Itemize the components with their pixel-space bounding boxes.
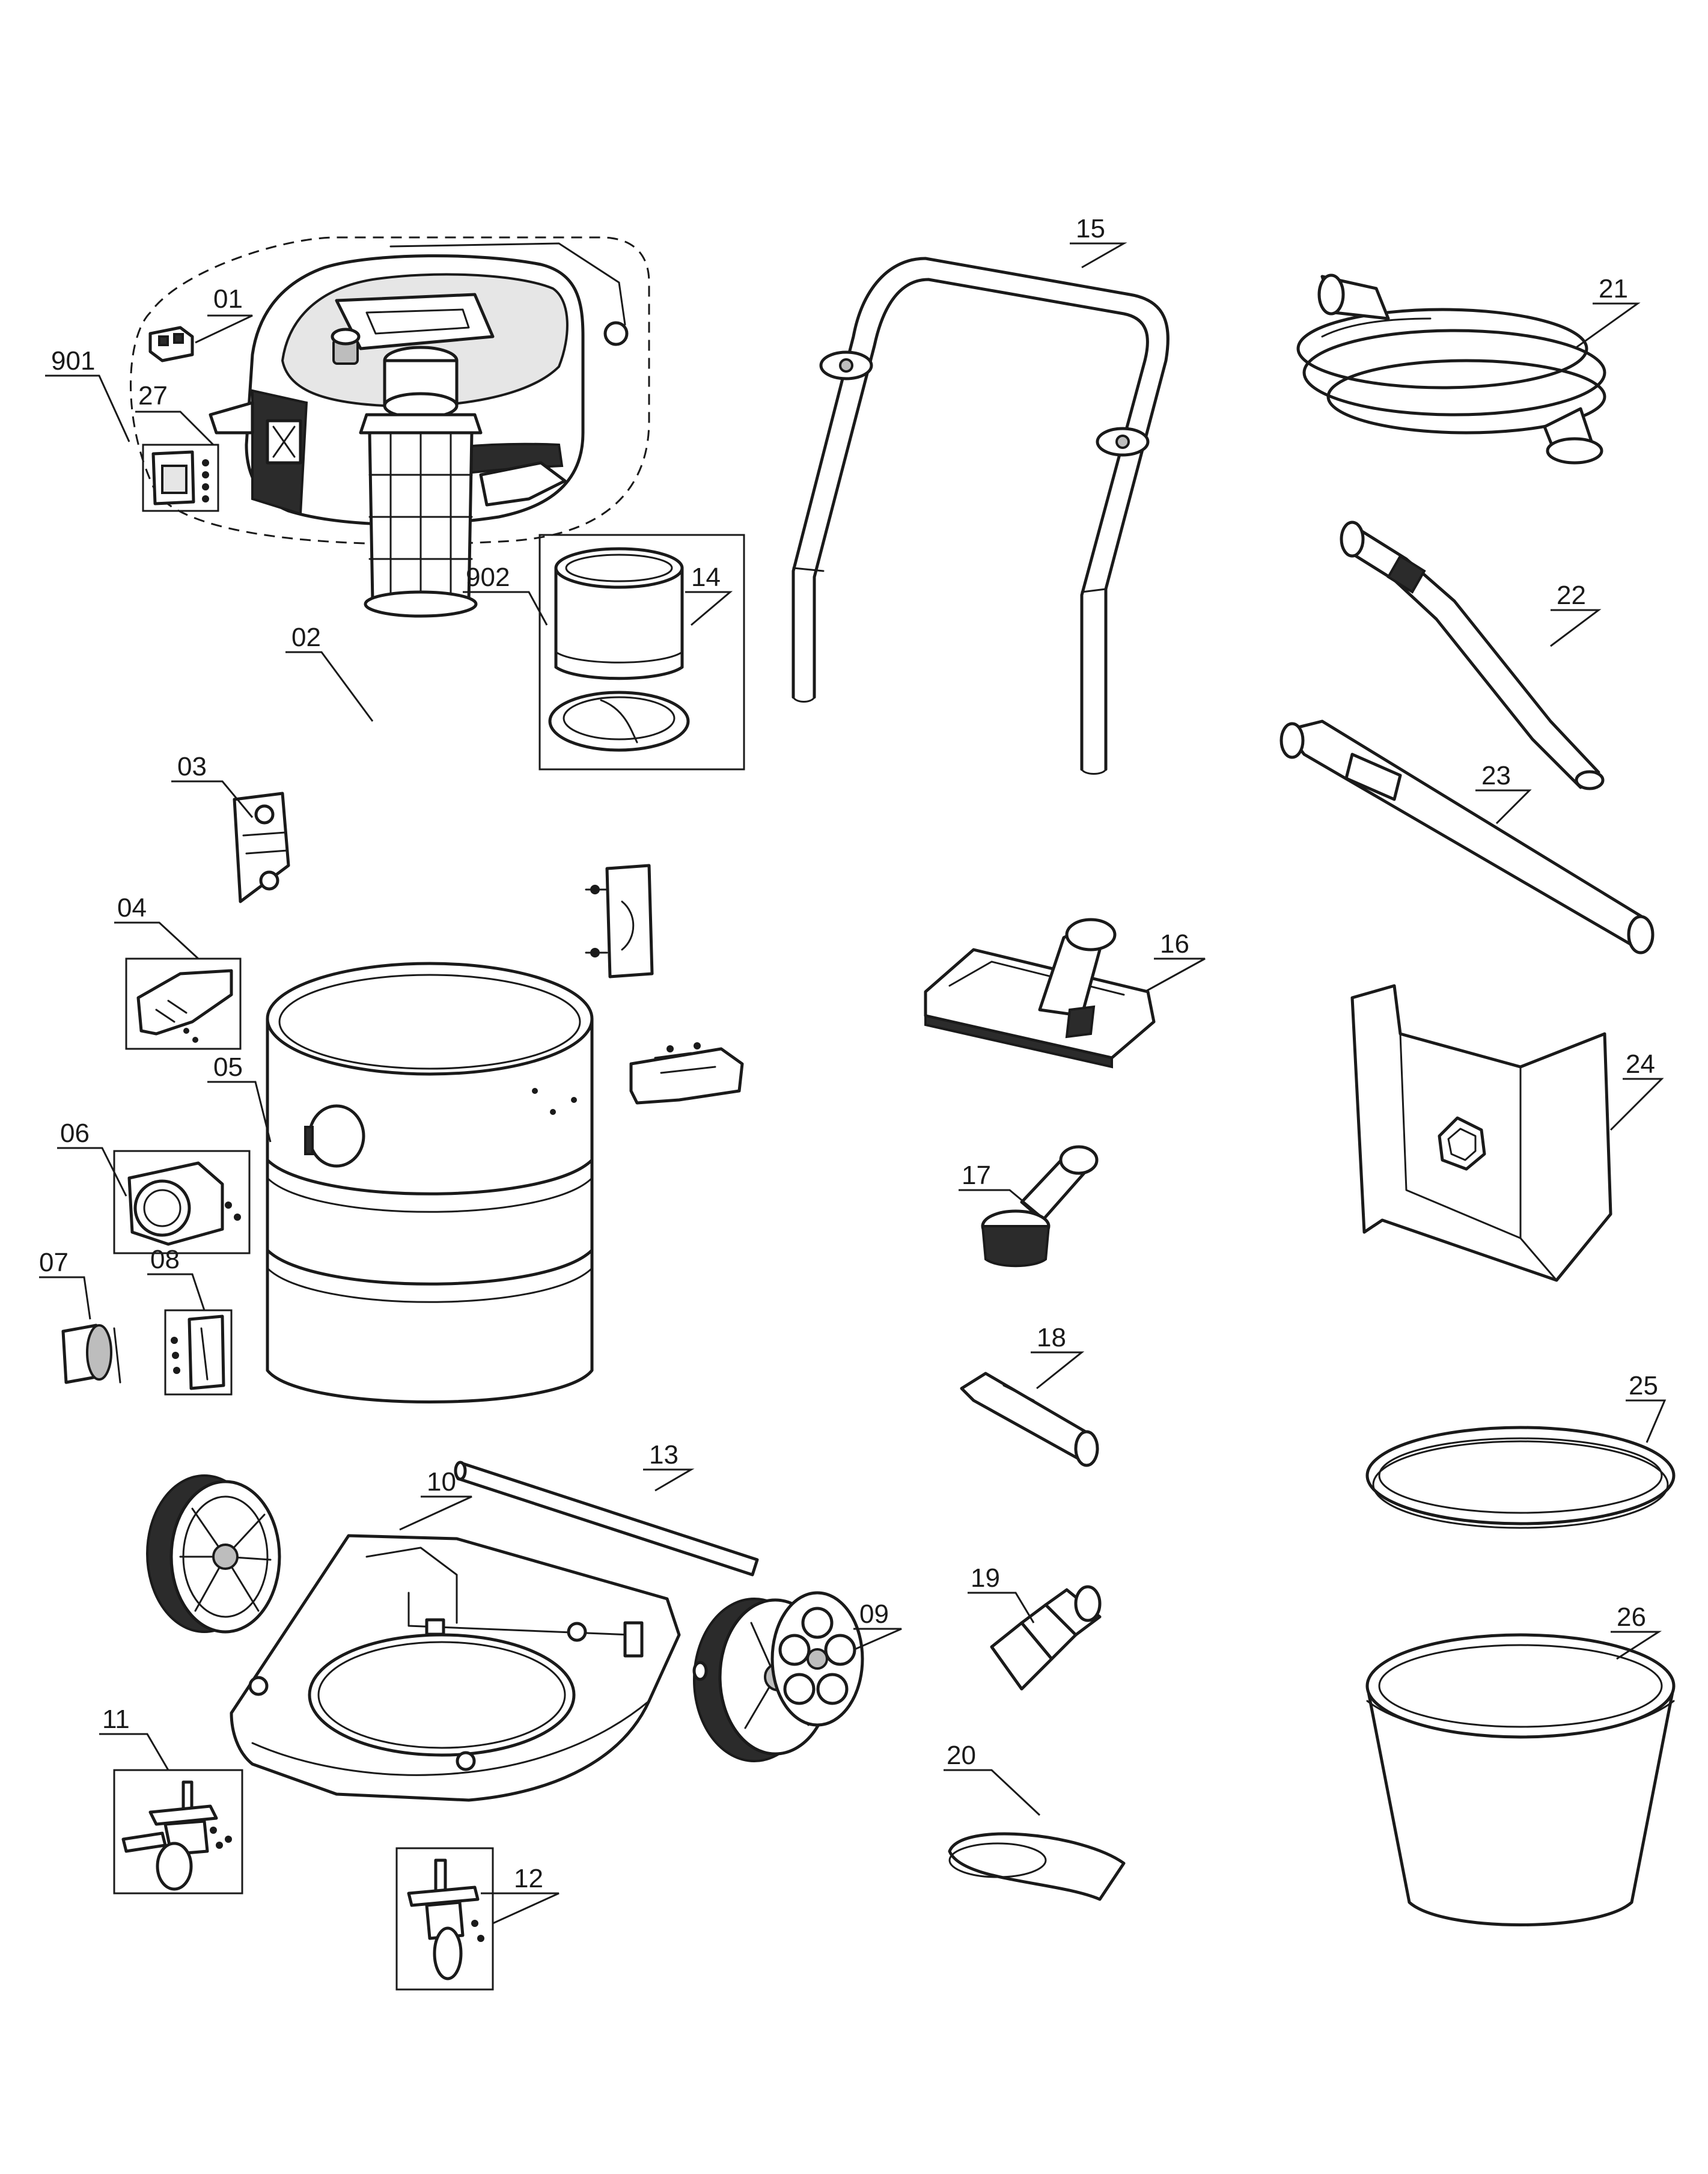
- part-labels: 901 01 27 02 902 14 03 04 05 06 07 08 09…: [39, 214, 1658, 1893]
- part-02-filter-cage: [359, 346, 483, 618]
- part-26-filter-bag: [1365, 1633, 1676, 1926]
- part-24-dust-bag: [1350, 984, 1612, 1282]
- part-04-bracket: [125, 957, 242, 1050]
- part-27-switch-block: [142, 444, 219, 512]
- part-11-castor-brake: [113, 1769, 243, 1895]
- washer: [692, 1661, 708, 1681]
- bracket-mounted: [629, 1042, 744, 1105]
- label-03: 03: [177, 752, 207, 781]
- part-15-push-handle: [791, 257, 1170, 775]
- label-13: 13: [649, 1440, 679, 1470]
- part-14-cartridge-filter: [554, 547, 684, 680]
- part-05-tank: [266, 962, 594, 1403]
- label-22: 22: [1557, 581, 1586, 610]
- label-20: 20: [947, 1741, 976, 1770]
- part-10-base: [230, 1534, 681, 1802]
- label-11: 11: [102, 1705, 130, 1734]
- label-05: 05: [213, 1052, 243, 1082]
- part-22-curved-tube: [1340, 521, 1605, 790]
- label-06: 06: [60, 1119, 90, 1148]
- label-16: 16: [1160, 929, 1189, 959]
- label-15: 15: [1076, 214, 1105, 243]
- part-17-round-brush: [981, 1145, 1099, 1268]
- label-01: 01: [213, 284, 243, 314]
- label-07: 07: [39, 1248, 69, 1277]
- label-12: 12: [514, 1864, 543, 1893]
- part-19-adapter: [990, 1585, 1102, 1691]
- part-23-straight-tube: [1279, 719, 1655, 954]
- part-09-hub-cap: [770, 1591, 864, 1727]
- latch-mounted: [585, 864, 654, 979]
- label-17: 17: [962, 1161, 991, 1190]
- part-21-suction-hose: [1296, 273, 1606, 465]
- part-07-cap: [61, 1324, 121, 1384]
- label-08: 08: [150, 1245, 180, 1274]
- label-19: 19: [971, 1563, 1000, 1593]
- part-03-latch: [233, 792, 290, 903]
- part-06-hose-inlet: [113, 1150, 251, 1254]
- part-09-wheel-left: [146, 1474, 281, 1634]
- part-25-filter-ring: [1365, 1426, 1676, 1529]
- label-27: 27: [138, 381, 168, 411]
- label-26: 26: [1617, 1602, 1646, 1632]
- label-14: 14: [691, 563, 721, 592]
- part-20-rubber-nozzle: [948, 1832, 1126, 1901]
- label-902: 902: [466, 563, 510, 592]
- leader-lines: [39, 242, 1667, 1925]
- label-18: 18: [1037, 1323, 1066, 1352]
- label-25: 25: [1629, 1371, 1658, 1400]
- label-901: 901: [51, 346, 95, 376]
- label-02: 02: [291, 623, 321, 652]
- part-13-axle: [454, 1461, 759, 1577]
- part-902-filter-set: [538, 534, 745, 771]
- part-12-castor: [395, 1847, 494, 1991]
- part-08-latch-kit: [164, 1309, 233, 1396]
- label-04: 04: [117, 893, 147, 923]
- label-09: 09: [859, 1599, 889, 1629]
- label-10: 10: [427, 1467, 456, 1497]
- part-16-floor-nozzle: [924, 918, 1156, 1069]
- part-18-crevice-nozzle: [960, 1372, 1099, 1467]
- part-01-switch: [148, 326, 194, 362]
- label-21: 21: [1599, 274, 1628, 304]
- part-14-filter-ring: [548, 691, 690, 752]
- label-24: 24: [1626, 1049, 1655, 1079]
- label-23: 23: [1481, 761, 1511, 790]
